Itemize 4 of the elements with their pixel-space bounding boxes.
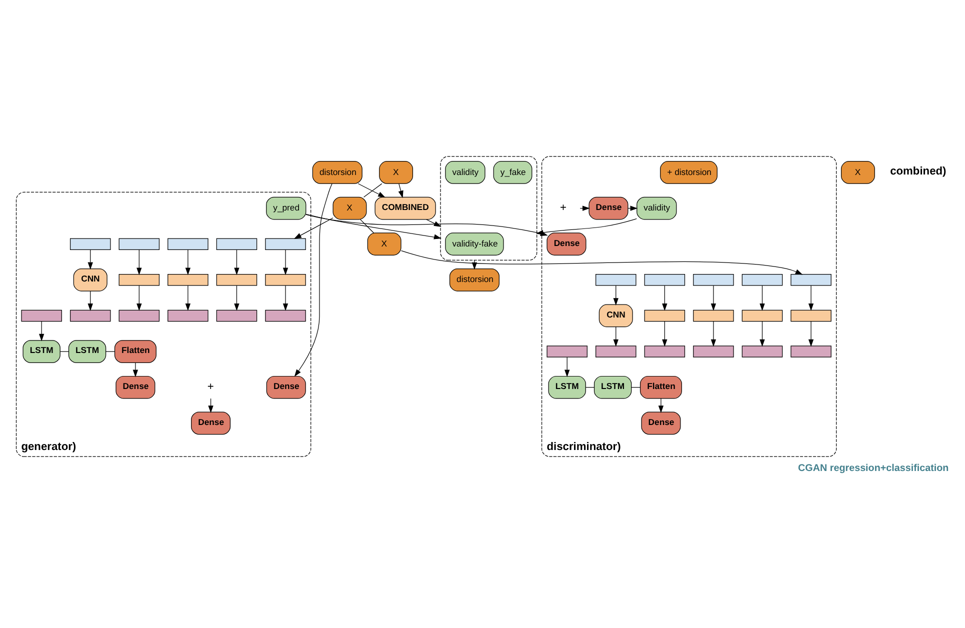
caption: CGAN regression+classification [798, 462, 949, 474]
node-text: + [207, 380, 214, 393]
node-text: + [560, 202, 566, 214]
label: combined) [890, 165, 946, 178]
